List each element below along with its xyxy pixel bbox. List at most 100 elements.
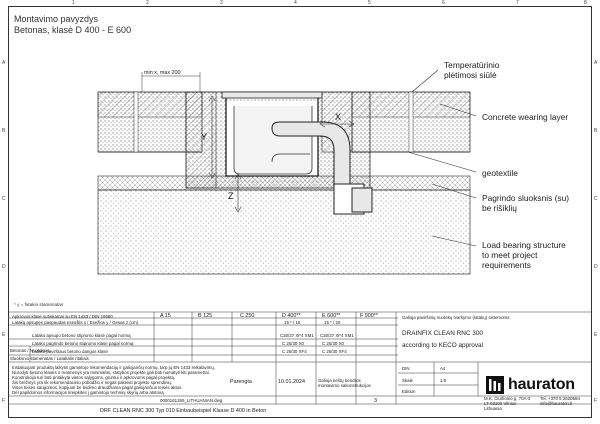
grid-letter: B [2,128,6,134]
grid-number: 8 [584,0,587,6]
tb-din-label: DIN [402,366,410,371]
expansion-joint-left [133,91,139,153]
tb-din-value: A4 [440,366,446,371]
hauraton-logo-icon [486,376,504,394]
dim-x: X [335,112,341,122]
tb-row2-val-e: 15 * / 20 [324,320,341,325]
tb-note: Instaliuojant produktą laikytis gamintoj… [12,365,216,370]
grid-number: 5 [368,0,371,6]
drawing-frame [8,6,592,418]
callout-base-layer: Pagrindo sluoksnis (su) be rišiklių [482,193,569,213]
tb-footer: DRF CLEAN RNC 300 Typ 010 Einbaubeispiel… [100,408,267,414]
tb-valid-line: Galioja nėštų bendros [318,378,361,383]
tb-address-line: LT-03100 Vilnius [484,401,517,406]
tb-class-f900: F 900** [360,313,378,319]
callout-line: to meet project [482,250,538,260]
callout-line: Pagrindo sluoksnis (su) [482,193,570,203]
channel-grating [221,91,323,99]
grid-letter: C [594,196,598,202]
tb-product: DRAINFIX CLEAN RNC 300 [402,330,483,337]
tb-row2-label: Lataką apsupęs paspaudas esesšlis x / Es… [12,320,139,325]
grid-letter: E [2,332,6,338]
callout-line: be rišiklių [482,203,517,213]
tb-class-e600: E 600** [322,313,341,319]
callout-line: Temperatūrinio [444,60,500,70]
tb-side-label-2: Sluoksnio stamenatas / Latakalis ritalia… [10,356,89,361]
footnote: * y = fatakio stamenatas [14,302,64,307]
tb-row5-label: Latako paviršiaus betono dangos klasė [32,349,108,354]
tb-scale-value: 1:5 [440,378,447,383]
leader-wearing-layer [439,103,477,117]
grid-letter: D [2,264,6,270]
dim-z: Z [228,191,234,201]
tb-address: M.K. Čiurlionio g. 70A-3 LT-03100 Vilniu… [484,396,530,411]
grid-letter: E [594,332,598,338]
tb-contact: Tel. +370 5 2620594 info@hauraton.lt [540,396,580,406]
hauraton-wordmark: hauraton [508,376,575,393]
hauraton-logo: hauraton [486,376,575,394]
leader-geotextile [407,151,477,173]
grid-number: 3 [220,0,223,6]
tb-address-line: Lithuania [484,406,502,411]
tb-row3-val-e: C30/37 XF4 XM1 [320,333,354,338]
tb-class-b125: B 125 [198,313,213,319]
outlet-pipe-horizontal [351,187,373,213]
tb-drawn-date: 10.01.2024 [278,379,305,385]
callout-load-bearing: Load bearing structure to meet project r… [482,240,566,270]
grid-number: 4 [294,0,297,6]
callout-geotextile: geotextile [482,168,518,178]
dim-y: Y [201,132,207,142]
leader-base-layer [431,183,477,199]
callout-line: plėtimosi siūlė [444,70,497,80]
callout-wearing-layer: Concrete wearing layer [482,112,569,122]
grid-letter: A [2,60,6,66]
callout-line: Load bearing structure [482,240,566,250]
grid-letter: F [2,398,6,404]
title-line-1: Montavimo pavyzdys [14,14,99,24]
expansion-joint-right [408,91,414,153]
grid-number: 7 [516,0,519,6]
callout-line: requirements [482,260,531,270]
grid-letter: D [594,264,598,270]
tb-scale-label: Skalė [402,378,413,383]
tb-row1-label: Apkrovos klasė sutinkamai su EN 1433 / D… [12,314,113,319]
tb-drawing-number: 0000161269_LITHUANIAN.dwg [160,398,223,403]
tb-row5-val-d: C 25/30 XF4 [282,349,307,354]
tb-approval: according to KECO approval [402,342,483,349]
tb-description: Galioja paviršinių nuotekų tvarkymo (lat… [402,315,511,320]
title-line-2: Betonas, klasė D 400 - E 600 [14,25,132,35]
tb-drawn-label: Parengta [230,379,252,385]
dim-min-max: min x, max 200 [144,70,181,76]
tb-note: Konstrukcija turi būti pritaikyta vietos… [12,375,176,380]
grid-number: 1 [72,0,75,6]
tb-row4-val-e: C 25/30 X0 [322,341,344,346]
tb-row3-label: Latako apsupo betono stiprumo klasė paga… [32,333,131,338]
tb-class-c250: C 250 [240,313,255,319]
callout-expansion-joint: Temperatūrinio plėtimosi siūlė [444,60,499,80]
tb-revision: 3 [374,398,377,404]
tb-note: Visos teisės saugomos, kopijuoti be leid… [12,385,183,390]
tb-row4-label: Latako pagrindo betono stiprumo klasė pa… [32,341,134,346]
leader-load-bearing [431,235,477,247]
haunch-left [185,91,217,189]
tb-class-d400: D 400** [282,313,301,319]
tb-row5-val-e: C 25/30 XF4 [322,349,347,354]
tb-note: Nurodyti betono klasės ir matmenys yra m… [12,370,210,375]
grid-letter: F [594,398,598,404]
tb-side-label-1: Betonas / Nuotoleas [10,348,50,353]
grid-letter: B [594,128,598,134]
load-bearing-structure [97,189,471,275]
tb-class-a15: A 15 [160,313,171,319]
tb-valid-note: Galioja nėštų bendros montavimo sakonstr… [318,378,371,388]
tb-edition-label: Edition [402,389,416,394]
channel-liner [233,106,313,175]
grid-number: 2 [146,0,149,6]
drawing-title: Montavimo pavyzdys Betonas, klasė D 400 … [14,14,131,36]
tb-note: Dėl papildomos informacijos kreipkitės į… [12,390,165,395]
tb-note: Šis brėžinys yra tik rekomendacinio pobū… [12,380,173,385]
tb-row4-val-d: C 25/30 X0 [282,341,304,346]
surface-band-left [97,91,203,118]
tb-row2-val-d: 15 * / 15 [284,320,301,325]
